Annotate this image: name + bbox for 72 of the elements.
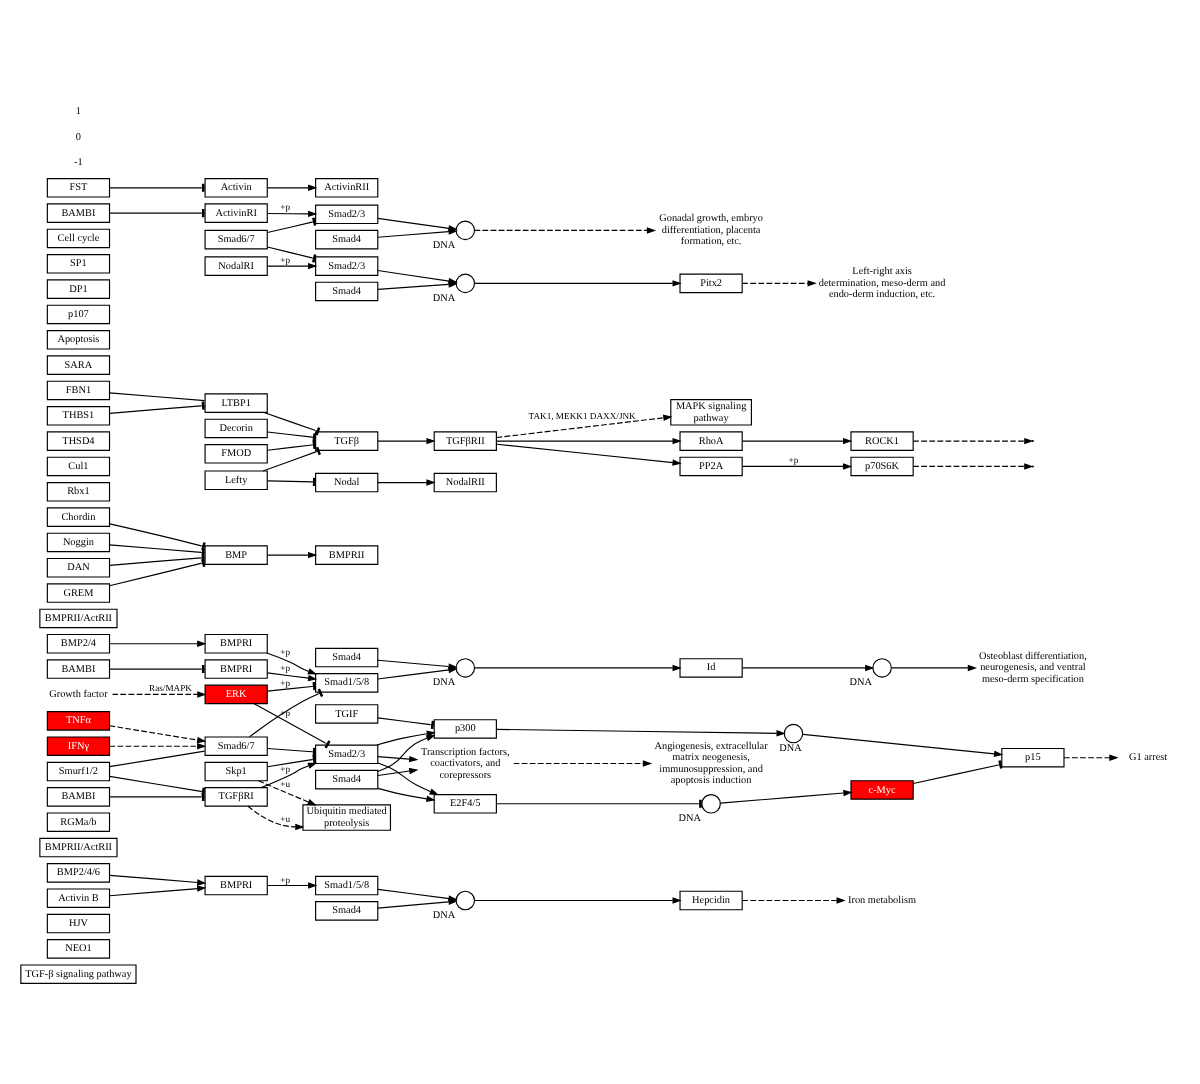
arrow [891,663,978,671]
arrow [266,550,318,558]
arrow [377,754,419,762]
arrow [377,280,458,289]
arrow [266,209,318,217]
arrow [473,663,682,671]
arrow [473,896,682,903]
arrow [109,724,207,743]
node-circle [455,219,476,240]
arrow [377,897,458,908]
arrow [496,436,682,444]
arrow [719,788,853,803]
connector [109,557,206,586]
arrow [377,786,436,801]
connector [266,216,317,233]
arrow [266,261,318,269]
connector [912,759,1003,783]
arrow [266,651,318,674]
arrow [741,663,875,671]
connector [496,798,703,807]
connector [109,664,206,673]
arrow [741,436,853,444]
connector [266,754,317,767]
arrow [260,761,318,788]
arrow [109,873,207,885]
arrow [912,436,1034,444]
node-circle [872,657,892,677]
connector [262,445,321,471]
node-circle [455,889,476,910]
connector [266,430,317,441]
node-circle [455,272,476,293]
connector [263,410,321,435]
arrow [377,658,458,669]
arrow [377,734,436,772]
arrow [377,761,439,795]
arrow [266,881,318,888]
arrow [377,478,436,485]
arrow [473,279,682,286]
connector [109,208,206,217]
arrow [109,884,207,896]
arrow [496,442,682,465]
arrow [257,779,317,805]
connector [109,791,206,800]
arrow [109,639,207,646]
arrow [912,462,1034,469]
connector [109,749,206,767]
arrow [473,226,657,233]
arrow [741,279,817,286]
arrow [266,183,318,191]
arrow [513,759,653,766]
arrow [495,727,786,736]
arrow [266,671,318,681]
connector [109,391,206,401]
arrow [741,462,853,469]
node-circle [455,657,476,677]
arrow [496,413,673,438]
arrow [377,436,436,444]
connector [109,182,206,191]
arrow [377,227,458,237]
connector [266,681,317,691]
arrow [802,732,1004,757]
arrow [247,804,305,830]
connector [266,245,317,262]
arrow [376,729,436,745]
node-circle [783,722,804,743]
connector [266,439,317,450]
arrow [109,742,207,749]
connector [109,400,206,413]
arrow [1063,753,1119,760]
arrow [111,690,207,697]
arrow [377,766,419,776]
arrow [741,896,846,903]
